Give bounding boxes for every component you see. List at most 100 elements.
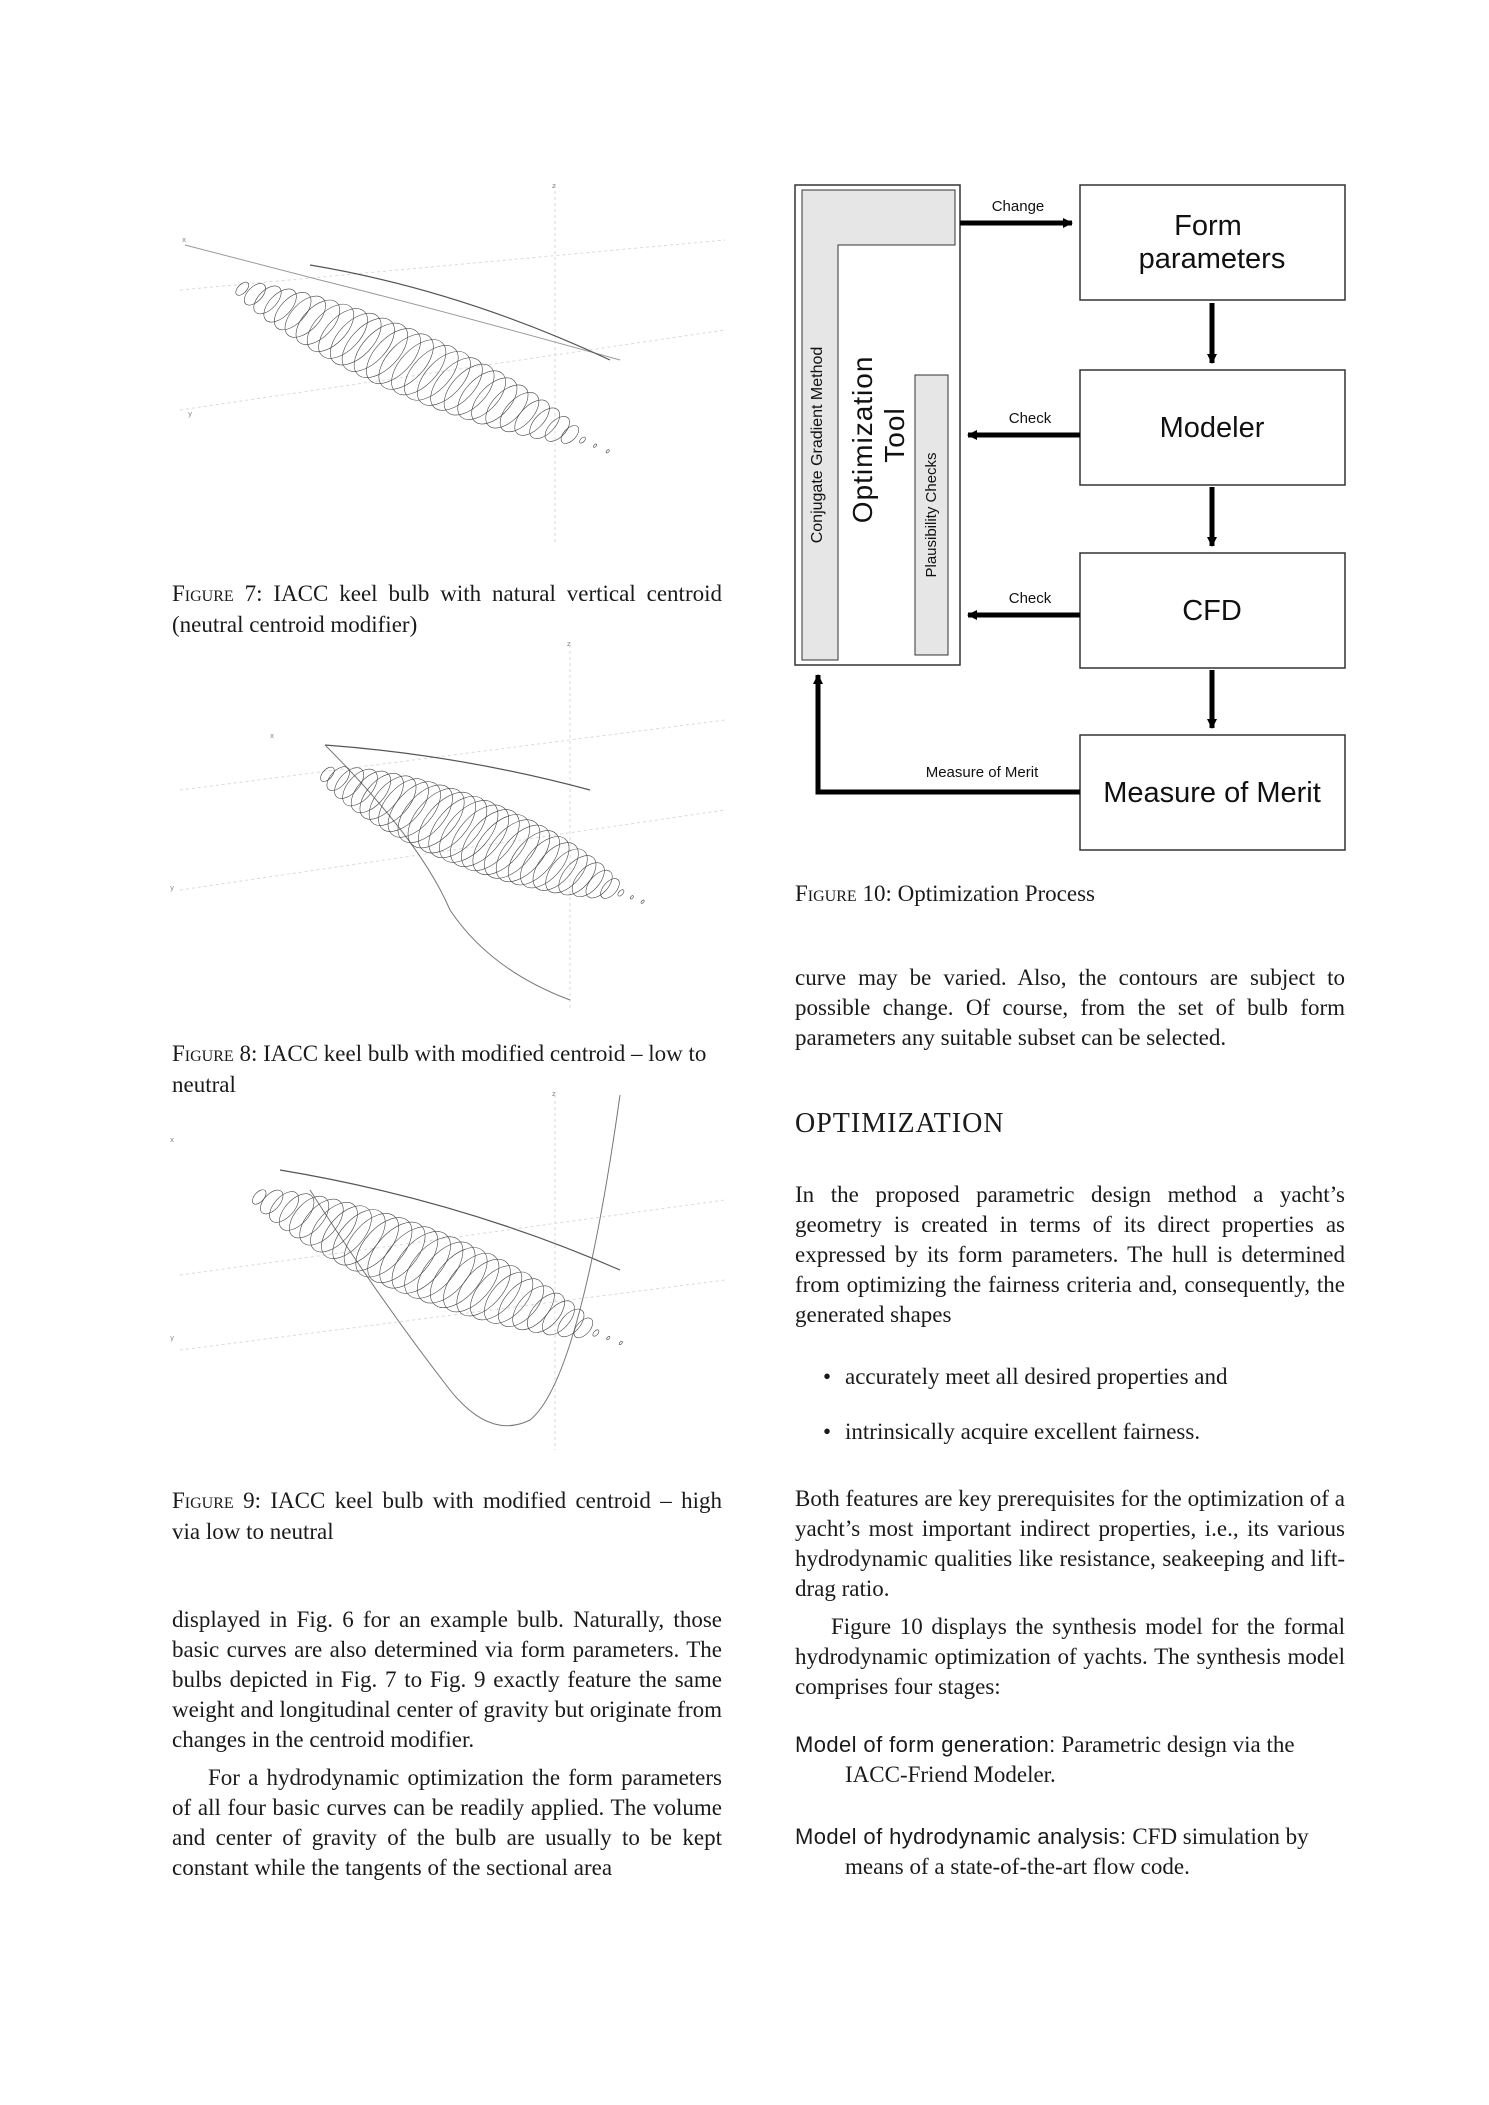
cfd-box bbox=[1079, 552, 1346, 669]
bulb-section-ring bbox=[235, 281, 250, 296]
x-axis-label: x bbox=[270, 732, 274, 740]
bulb-section-ring bbox=[520, 836, 570, 889]
bulb-section-ring bbox=[284, 295, 326, 338]
figure-number: 9: bbox=[243, 1488, 261, 1513]
bulb-section-ring bbox=[367, 1221, 426, 1283]
bulb-section-ring bbox=[629, 895, 634, 900]
bulb-section-ring bbox=[618, 1341, 623, 1345]
definition-term: Model of form generation: bbox=[795, 1732, 1056, 1757]
body-paragraph: For a hydrodynamic optimization the form… bbox=[172, 1765, 722, 1880]
x-axis-label: x bbox=[182, 236, 186, 244]
left-column-text: displayed in Fig. 6 for an example bulb.… bbox=[172, 1605, 722, 1883]
list-item: accurately meet all desired properties a… bbox=[795, 1362, 1345, 1392]
bulb-section-ring bbox=[606, 1336, 611, 1340]
bulb-section-ring bbox=[571, 862, 605, 898]
bulb-section-ring bbox=[605, 449, 610, 454]
body-paragraph: displayed in Fig. 6 for an example bulb.… bbox=[172, 1607, 722, 1752]
bulb-section-ring bbox=[430, 357, 483, 411]
bulb-section-ring bbox=[368, 775, 417, 826]
figure-label: Figure bbox=[795, 881, 857, 906]
list-item: intrinsically acquire excellent fairness… bbox=[795, 1417, 1345, 1447]
bulb-section-ring bbox=[532, 842, 579, 891]
optimization-tool-label: Optimization Tool bbox=[847, 347, 910, 523]
measure-of-merit-feedback-arrow bbox=[813, 674, 1080, 795]
figure-text: IACC keel bulb with modified centroid – … bbox=[172, 1041, 707, 1097]
bulb-section-ring bbox=[593, 443, 597, 448]
bulb-section-ring bbox=[470, 1265, 523, 1321]
bulb-section-ring bbox=[330, 312, 382, 366]
bulb-section-ring bbox=[560, 425, 580, 444]
bulb-section-ring bbox=[573, 1317, 594, 1339]
stage-definitions: Model of form generation: Parametric des… bbox=[795, 1730, 1345, 1914]
bulb-section-ring bbox=[263, 288, 297, 323]
figure-9-plot: z x y bbox=[160, 1090, 730, 1460]
plausibility-checks-box bbox=[914, 374, 949, 656]
bulb-section-ring bbox=[544, 416, 570, 442]
bulb-section-ring bbox=[472, 814, 530, 875]
z-axis-label: z bbox=[552, 182, 556, 190]
figure-9-caption: Figure 9: IACC keel bulb with modified c… bbox=[172, 1485, 722, 1547]
form-parameters-label: Form parameters bbox=[1139, 210, 1286, 275]
figure-7-plot: z x y bbox=[160, 170, 730, 560]
bullet-list: accurately meet all desired properties a… bbox=[795, 1362, 1345, 1447]
bulb-section-ring bbox=[306, 303, 355, 352]
bulb-section-ring bbox=[443, 363, 495, 416]
figure-text: IACC keel bulb with natural vertical cen… bbox=[172, 581, 722, 637]
y-axis-label: y bbox=[188, 410, 192, 418]
bulb-section-ring bbox=[391, 339, 447, 396]
bulb-section-ring bbox=[378, 333, 434, 390]
bulb-section-ring bbox=[514, 399, 550, 436]
change-arrow-label: Change bbox=[992, 198, 1045, 215]
body-paragraph: Both features are key prerequisites for … bbox=[795, 1486, 1345, 1601]
bulb-section-ring bbox=[252, 1189, 267, 1205]
bulb-section-ring bbox=[499, 392, 540, 433]
figure-8-caption: Figure 8: IACC keel bulb with modified c… bbox=[172, 1038, 722, 1100]
bulb-section-ring bbox=[318, 308, 368, 359]
definition-term: Model of hydrodynamic analysis: bbox=[795, 1824, 1127, 1849]
bulb-section-ring bbox=[295, 299, 341, 345]
y-axis-label: y bbox=[170, 884, 174, 892]
bulb-section-ring bbox=[379, 1226, 439, 1289]
bulb-section-ring bbox=[378, 778, 429, 832]
bulb-section-ring bbox=[484, 1271, 534, 1324]
bulb-section-ring bbox=[461, 809, 520, 872]
bulb-section-ring bbox=[484, 819, 541, 879]
bulb-section-ring bbox=[253, 285, 282, 315]
bulb-section-ring bbox=[640, 899, 645, 904]
bulb-section-ring bbox=[350, 770, 391, 814]
bulb-section-ring bbox=[269, 1191, 299, 1223]
section-heading: OPTIMIZATION bbox=[795, 1108, 1005, 1139]
check-arrow-label: Check bbox=[1009, 590, 1052, 607]
modeler-box bbox=[1079, 369, 1346, 486]
definition-item: Model of form generation: Parametric des… bbox=[795, 1730, 1345, 1790]
bulb-section-ring bbox=[456, 1259, 511, 1317]
bulb-section-ring bbox=[495, 824, 551, 882]
bulb-section-ring bbox=[359, 773, 404, 820]
figure-text: IACC keel bulb with modified centroid – … bbox=[172, 1488, 723, 1544]
bulb-section-ring bbox=[617, 889, 625, 897]
bulb-section-ring bbox=[471, 377, 518, 425]
figure-label: Figure bbox=[172, 581, 234, 606]
form-parameters-box bbox=[1079, 184, 1346, 301]
bulb-section-ring bbox=[320, 766, 335, 782]
bulb-section-ring bbox=[507, 830, 560, 886]
bulb-section-ring bbox=[557, 1308, 585, 1338]
measure-of-merit-label: Measure of Merit bbox=[1103, 777, 1321, 809]
optimization-tool-label-line: Tool bbox=[879, 407, 910, 462]
bulb-section-ring bbox=[512, 1285, 555, 1331]
bulb-section-ring bbox=[443, 1253, 500, 1313]
bulb-section-ring bbox=[355, 1217, 413, 1278]
bulb-section-ring bbox=[334, 767, 364, 799]
body-paragraph: In the proposed parametric design method… bbox=[795, 1182, 1345, 1327]
optimization-body: Both features are key prerequisites for … bbox=[795, 1484, 1345, 1702]
bulb-section-ring bbox=[418, 792, 476, 854]
x-axis-label: x bbox=[170, 1136, 174, 1144]
bulb-section-ring bbox=[600, 878, 620, 899]
figure-number: 8: bbox=[239, 1041, 258, 1066]
bulb-plot-8: z x y bbox=[170, 640, 726, 1010]
definition-item: Model of hydrodynamic analysis: CFD simu… bbox=[795, 1822, 1345, 1882]
figure-10-caption: Figure 10: Optimization Process bbox=[795, 878, 1345, 909]
bulb-section-ring bbox=[430, 1247, 488, 1308]
figure-label: Figure bbox=[172, 1041, 234, 1066]
figure-text: Optimization Process bbox=[897, 881, 1095, 906]
